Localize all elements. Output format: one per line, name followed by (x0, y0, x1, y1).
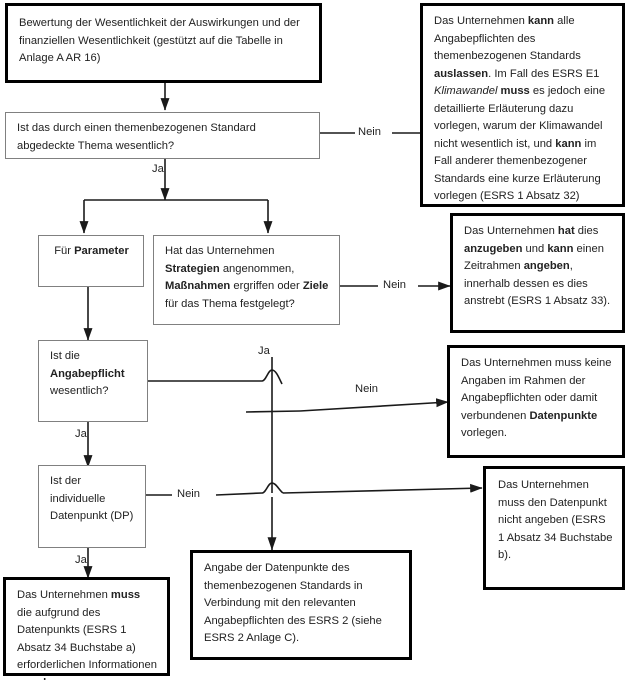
node-no-disclosure-needed-text: Das Unternehmen muss keine Angaben im Ra… (461, 357, 612, 439)
node-disclosure-material-text: Ist die Angabepflicht wesentlich? (50, 350, 125, 397)
node-disclose-datapoints-text: Angabe der Datenpunkte des themenbezogen… (204, 562, 382, 644)
edge-label-nein-disclosure: Nein (355, 383, 379, 395)
node-no-disclosure-needed: Das Unternehmen muss keine Angaben im Ra… (447, 345, 625, 458)
node-omit-all: Das Unternehmen kann alle Angabepflichte… (420, 3, 625, 207)
node-individual-dp-text: Ist der individuelle Datenpunkt (DP) (50, 475, 134, 522)
node-disclose-datapoints: Angabe der Datenpunkte des themenbezogen… (190, 550, 412, 660)
node-has-strategies: Hat das Unternehmen Strategien angenomme… (153, 235, 340, 325)
edge-label-ja-topic: Ja (152, 163, 164, 175)
node-omit-all-text: Das Unternehmen kann alle Angabepflichte… (434, 15, 606, 202)
node-assessment-text: Bewertung der Wesentlichkeit der Auswirk… (19, 17, 300, 64)
node-assessment: Bewertung der Wesentlichkeit der Auswirk… (5, 3, 322, 83)
edge-label-ja-disclosure-branch: Ja (258, 345, 270, 357)
node-for-parameter: Für Parameter (38, 235, 144, 287)
node-topic-material-text: Ist das durch einen themenbezogenen Stan… (17, 122, 256, 152)
node-disclosure-material: Ist die Angabepflicht wesentlich? (38, 340, 148, 422)
node-must-state-timeframe-text: Das Unternehmen hat dies anzugeben und k… (464, 225, 611, 307)
node-has-strategies-text: Hat das Unternehmen Strategien angenomme… (165, 245, 329, 310)
node-no-dp-needed-text: Das Unternehmen muss den Datenpunkt nich… (498, 479, 613, 561)
node-individual-dp: Ist der individuelle Datenpunkt (DP) (38, 465, 146, 548)
node-must-disclose-dp: Das Unternehmen muss die aufgrund des Da… (3, 577, 170, 680)
node-topic-material: Ist das durch einen themenbezogenen Stan… (5, 112, 320, 159)
edge-label-ja-disclosure: Ja (75, 428, 87, 440)
edge-label-nein-dp: Nein (177, 488, 201, 500)
edge-label-nein-strategies: Nein (383, 279, 407, 291)
node-for-parameter-text: Für Parameter (54, 245, 129, 257)
edge-label-ja-dp: Ja (75, 554, 87, 566)
node-must-disclose-dp-text: Das Unternehmen muss die aufgrund des Da… (17, 589, 157, 680)
edge-label-nein-topic: Nein (358, 126, 382, 138)
node-must-state-timeframe: Das Unternehmen hat dies anzugeben und k… (450, 213, 625, 333)
node-no-dp-needed: Das Unternehmen muss den Datenpunkt nich… (483, 466, 625, 590)
